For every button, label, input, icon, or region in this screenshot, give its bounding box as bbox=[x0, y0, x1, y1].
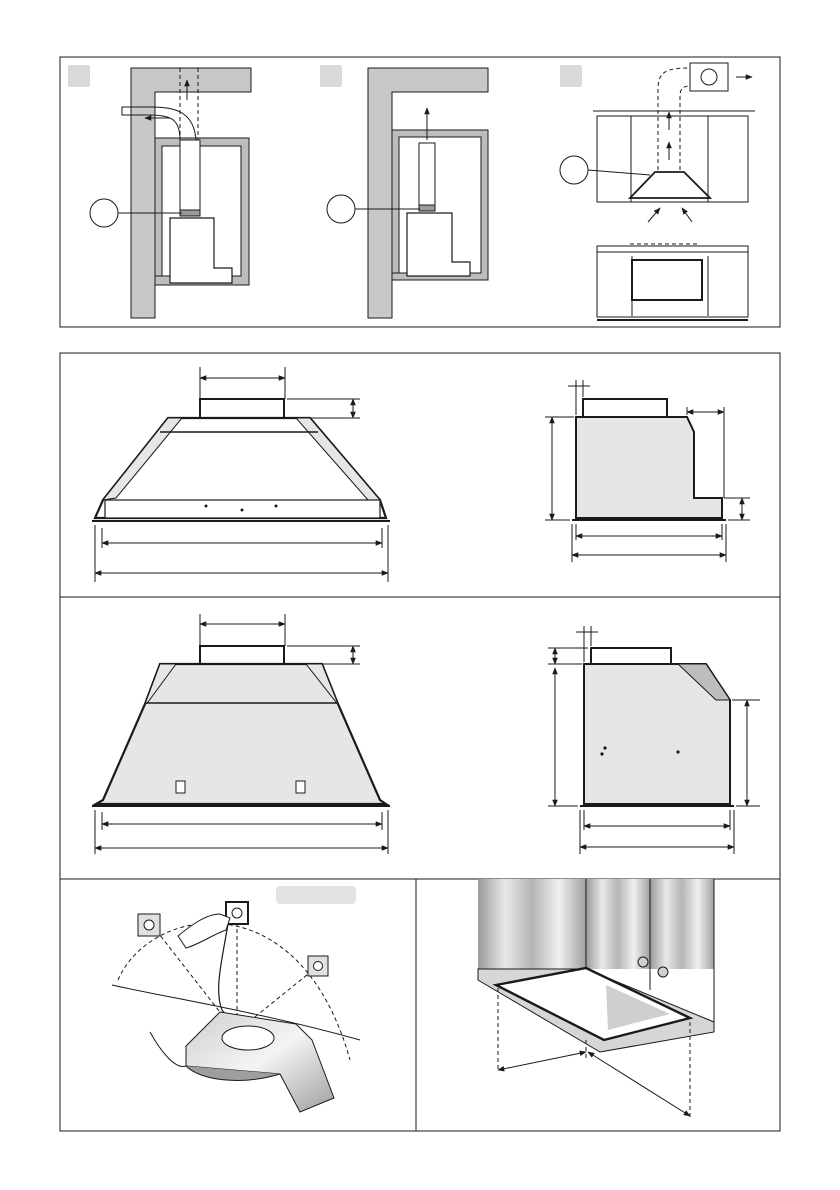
duct-1 bbox=[180, 140, 200, 212]
duct-2 bbox=[419, 143, 435, 207]
outlet-collar bbox=[200, 399, 284, 418]
hood-3 bbox=[630, 172, 710, 198]
upper-cabinet-right bbox=[708, 116, 748, 202]
variant-3 bbox=[560, 63, 755, 320]
outlet-collar bbox=[200, 646, 284, 664]
oven-window bbox=[632, 260, 702, 300]
hand-icon bbox=[178, 914, 230, 948]
cabinet-right bbox=[650, 879, 714, 969]
side-body bbox=[576, 417, 722, 518]
knob bbox=[658, 967, 668, 977]
socket-icon bbox=[138, 914, 160, 936]
collar-side bbox=[583, 399, 667, 417]
variant-1 bbox=[68, 65, 251, 318]
callout-circle-icon bbox=[327, 195, 355, 223]
label-placeholder bbox=[276, 886, 356, 904]
side-view-2 bbox=[548, 626, 760, 854]
front-view-1 bbox=[92, 367, 390, 582]
variant-2-label-box bbox=[320, 65, 342, 87]
side-view-1 bbox=[545, 380, 750, 562]
knob bbox=[638, 957, 648, 967]
socket-icon bbox=[308, 956, 328, 976]
hood-body-1 bbox=[170, 218, 232, 283]
fan-box bbox=[690, 63, 728, 91]
cabinet-left bbox=[478, 879, 586, 969]
electrical-connection bbox=[112, 886, 360, 1112]
cabinet-cutout bbox=[478, 879, 714, 1118]
upper-cabinet-left bbox=[597, 116, 631, 202]
arrow-icon bbox=[648, 208, 660, 222]
cabinet-center bbox=[586, 879, 650, 969]
variant-1-label-box bbox=[68, 65, 90, 87]
callout-circle-icon bbox=[560, 156, 588, 184]
collar-side bbox=[591, 648, 671, 664]
variant-3-label-box bbox=[560, 65, 582, 87]
front-view-2 bbox=[92, 614, 390, 854]
hood-outline bbox=[96, 664, 386, 804]
arrow-icon bbox=[682, 208, 692, 222]
variant-2 bbox=[320, 65, 488, 318]
callout-circle-icon bbox=[90, 199, 118, 227]
hood-body-2 bbox=[407, 213, 470, 276]
